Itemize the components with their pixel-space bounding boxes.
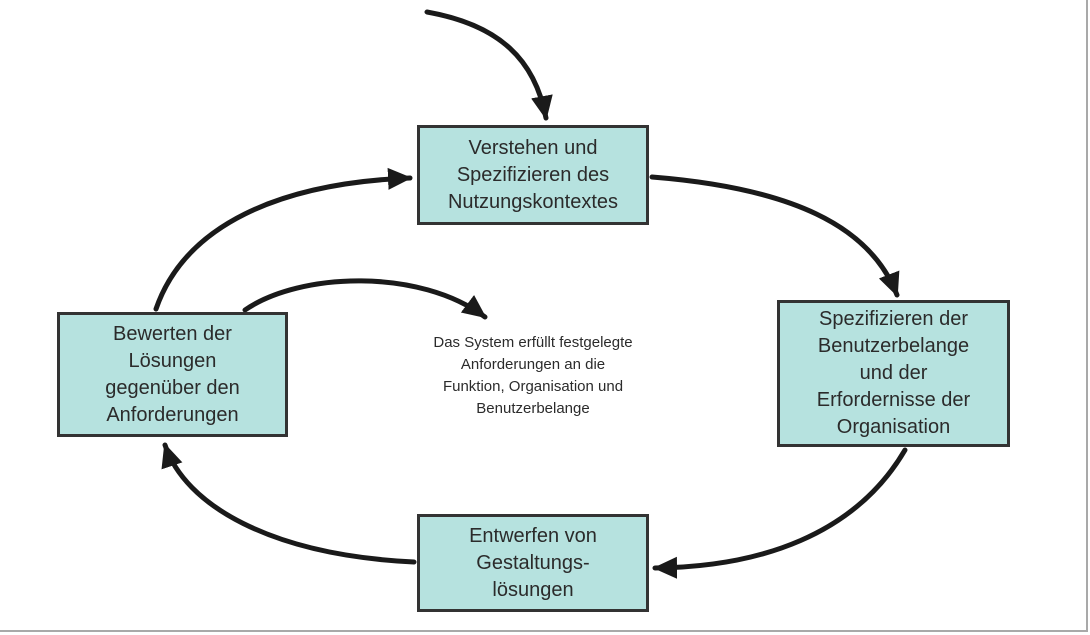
note-line: Funktion, Organisation und bbox=[442, 378, 624, 395]
box-specify-requirements: Spezifizieren der Benutzerbelange und de… bbox=[777, 300, 1010, 447]
box-line: Spezifizieren des bbox=[456, 163, 610, 186]
box-line: Gestaltungs- bbox=[476, 551, 590, 574]
box-line: Benutzerbelange bbox=[817, 335, 970, 357]
box-line: lösungen bbox=[492, 578, 574, 601]
box-line: Nutzungskontextes bbox=[447, 190, 619, 213]
box-line: Organisation bbox=[836, 416, 951, 438]
arrow-evaluate-to-context bbox=[153, 167, 413, 312]
note-line: Anforderungen an die bbox=[460, 356, 606, 373]
note-line: Benutzerbelange bbox=[476, 400, 590, 417]
box-line: und der bbox=[859, 362, 928, 384]
box-line: Lösungen bbox=[128, 349, 217, 372]
note-line: Das System erfüllt festgelegte bbox=[433, 334, 633, 351]
box-line: Verstehen und bbox=[468, 136, 598, 159]
center-goal-note: Das System erfüllt festgelegte Anforderu… bbox=[400, 332, 666, 420]
box-line: Erfordernisse der bbox=[816, 389, 971, 411]
box-evaluate-solutions: Bewerten der Lösungen gegenüber den Anfo… bbox=[57, 312, 288, 437]
arrow-evaluate-to-goal bbox=[242, 278, 488, 320]
entry-arrow bbox=[424, 9, 553, 121]
box-line: gegenüber den bbox=[105, 376, 240, 399]
arrow-requirements-to-design bbox=[652, 447, 908, 579]
box-line: Bewerten der bbox=[113, 322, 232, 345]
arrow-context-to-requirements bbox=[649, 174, 900, 298]
box-design-solutions: Entwerfen von Gestaltungs- lösungen bbox=[417, 514, 649, 612]
arrow-design-to-evaluate bbox=[161, 442, 417, 565]
box-line: Anforderungen bbox=[106, 403, 239, 426]
box-line: Entwerfen von bbox=[469, 524, 597, 547]
box-understand-context: Verstehen und Spezifizieren des Nutzungs… bbox=[417, 125, 649, 225]
box-line: Spezifizieren der bbox=[819, 308, 968, 330]
